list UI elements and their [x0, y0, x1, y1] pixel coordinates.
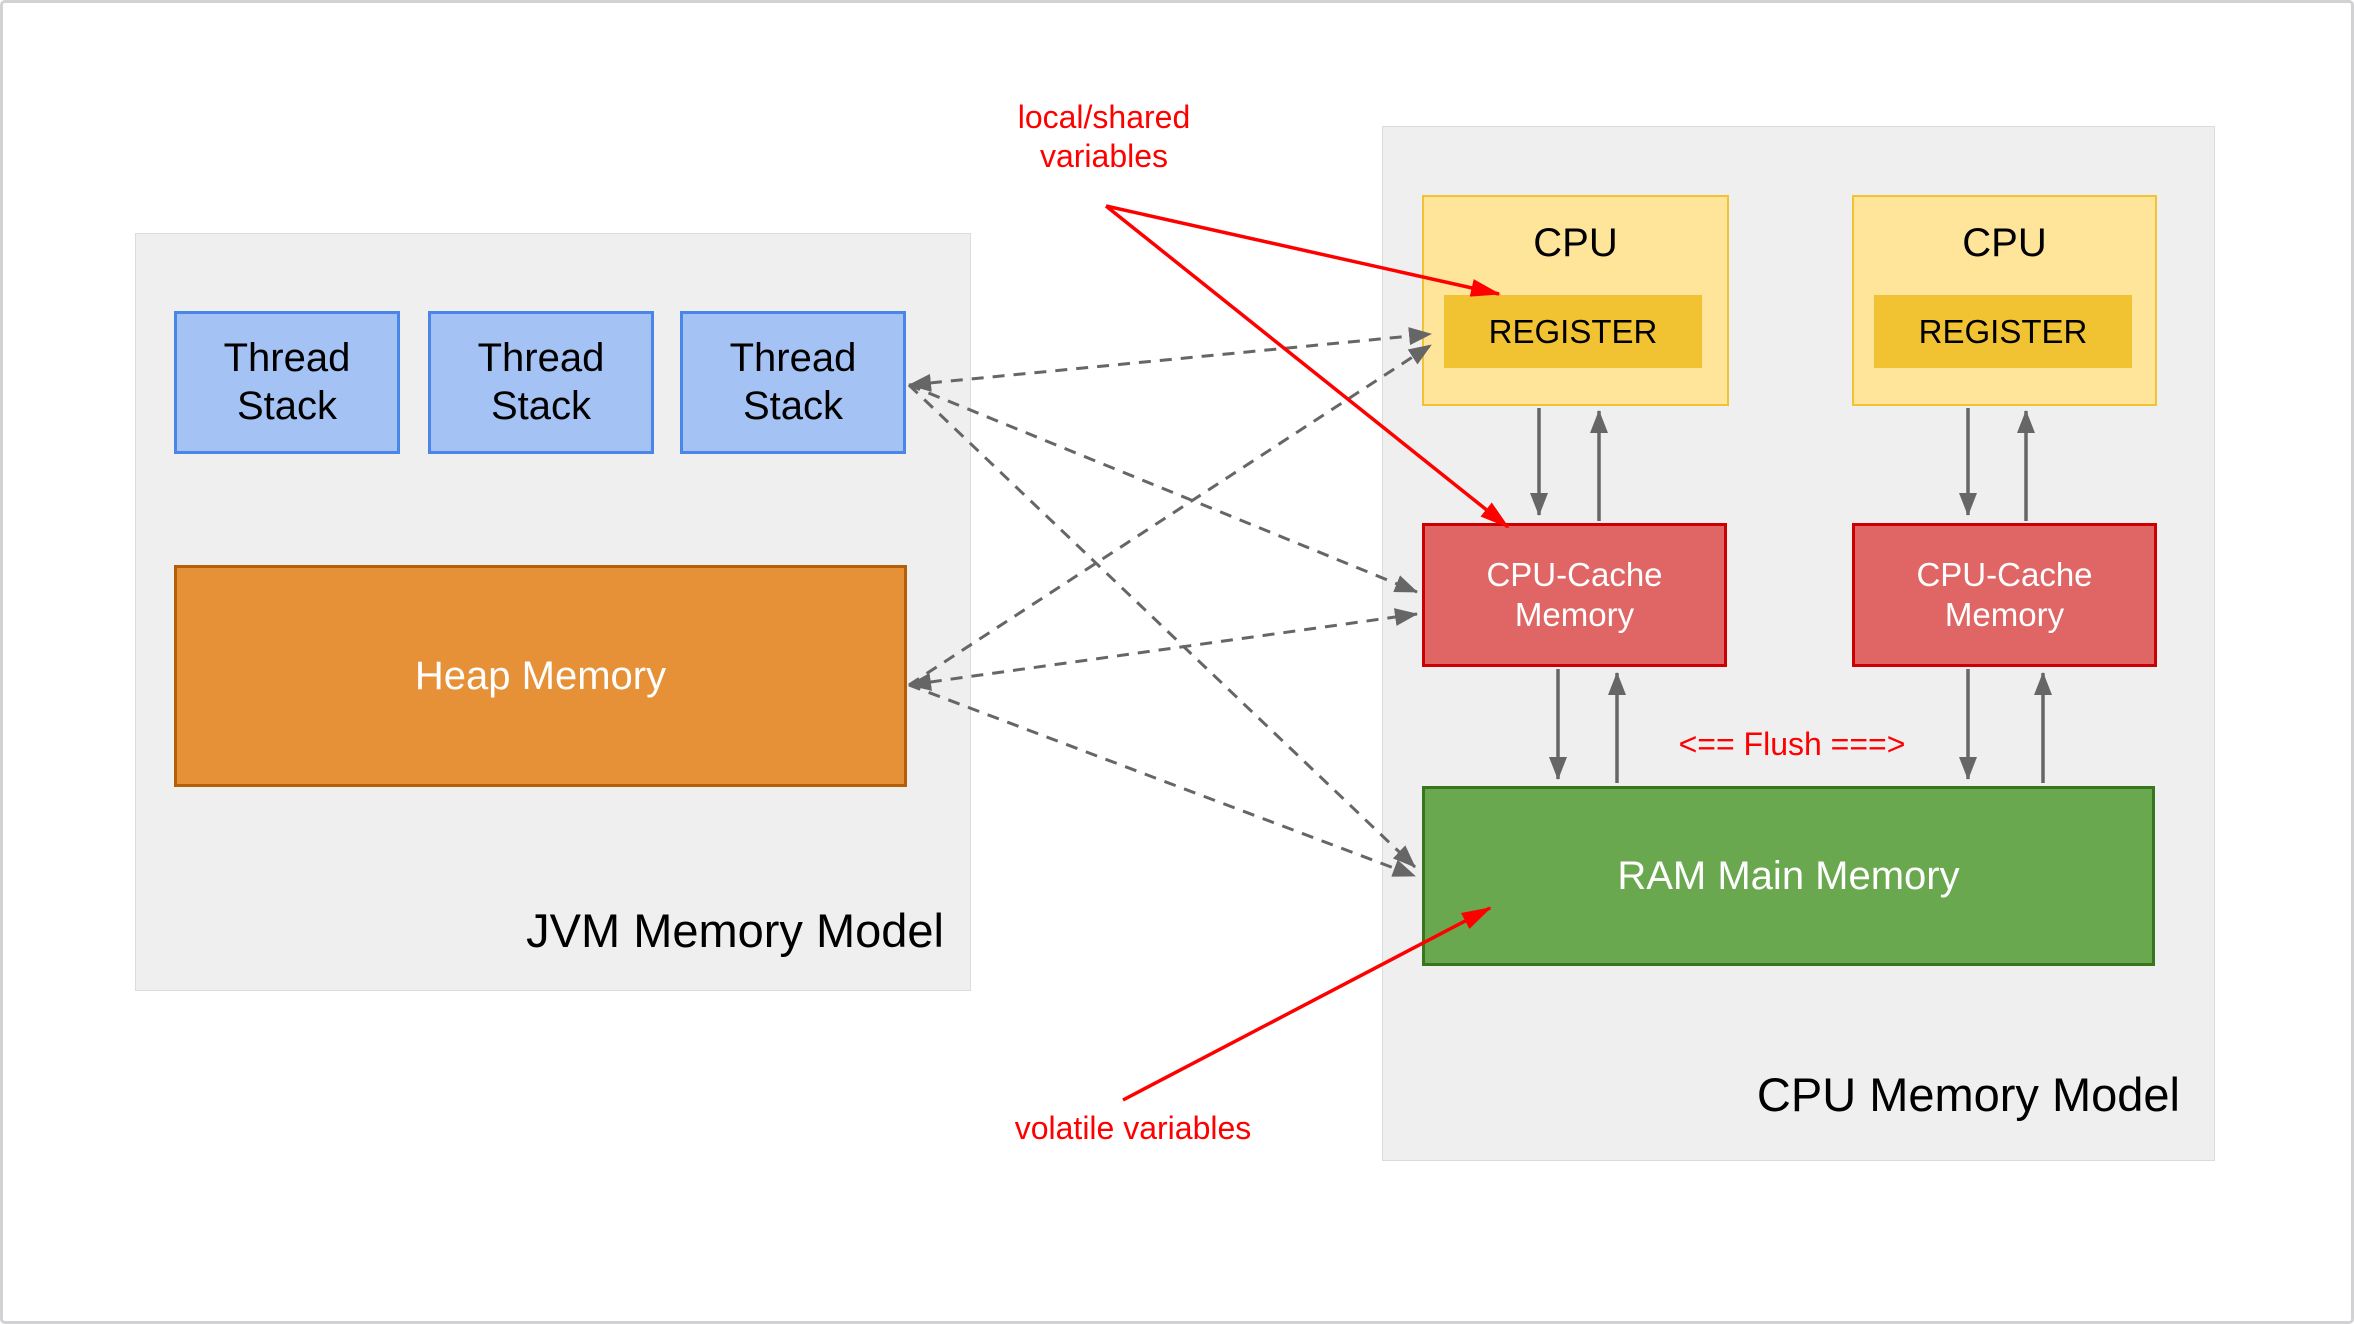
thread-stack-label: Thread Stack: [223, 336, 351, 428]
cpu-model-title: CPU Memory Model: [1756, 1068, 2180, 1121]
thread-stack-box-1: Thread Stack: [174, 311, 400, 454]
dashed-arrow-threadstack-cache: [908, 383, 1418, 594]
heap-memory-label: Heap Memory: [414, 653, 667, 698]
dashed-arrow-heap-register: [908, 343, 1432, 687]
register-label: REGISTER: [1488, 312, 1658, 350]
jvm-model-title: JVM Memory Model: [526, 904, 944, 957]
cpu-box-2: CPU REGISTER: [1852, 195, 2157, 406]
dashed-arrow-heap-cache: [908, 608, 1418, 691]
thread-stack-label: Thread Stack: [729, 336, 857, 428]
ram-label: RAM Main Memory: [1617, 853, 1960, 898]
dashed-arrow-heap-ram: [908, 683, 1416, 878]
flush-annotation: <== Flush ===>: [1678, 726, 1906, 762]
register-box-2: REGISTER: [1874, 295, 2132, 368]
dashed-arrow-threadstack-register: [908, 327, 1432, 392]
cpu-label: CPU: [1962, 221, 2047, 265]
cpu-cache-label: CPU-Cache Memory: [1486, 555, 1663, 633]
register-box-1: REGISTER: [1444, 295, 1702, 368]
local-shared-variables-annotation: local/shared variables: [1017, 99, 1191, 174]
thread-stack-box-2: Thread Stack: [428, 311, 654, 454]
cpu-cache-box-1: CPU-Cache Memory: [1422, 523, 1727, 667]
cpu-box-1: CPU REGISTER: [1422, 195, 1729, 406]
cpu-cache-box-2: CPU-Cache Memory: [1852, 523, 2157, 667]
volatile-variables-annotation: volatile variables: [1014, 1110, 1252, 1146]
cpu-label: CPU: [1533, 221, 1618, 265]
register-label: REGISTER: [1918, 312, 2088, 350]
ram-main-memory-box: RAM Main Memory: [1422, 786, 2155, 966]
dashed-arrow-threadstack-ram: [907, 383, 1417, 869]
thread-stack-box-3: Thread Stack: [680, 311, 906, 454]
heap-memory-box: Heap Memory: [174, 565, 907, 787]
thread-stack-label: Thread Stack: [477, 336, 605, 428]
cpu-cache-label: CPU-Cache Memory: [1916, 555, 2093, 633]
